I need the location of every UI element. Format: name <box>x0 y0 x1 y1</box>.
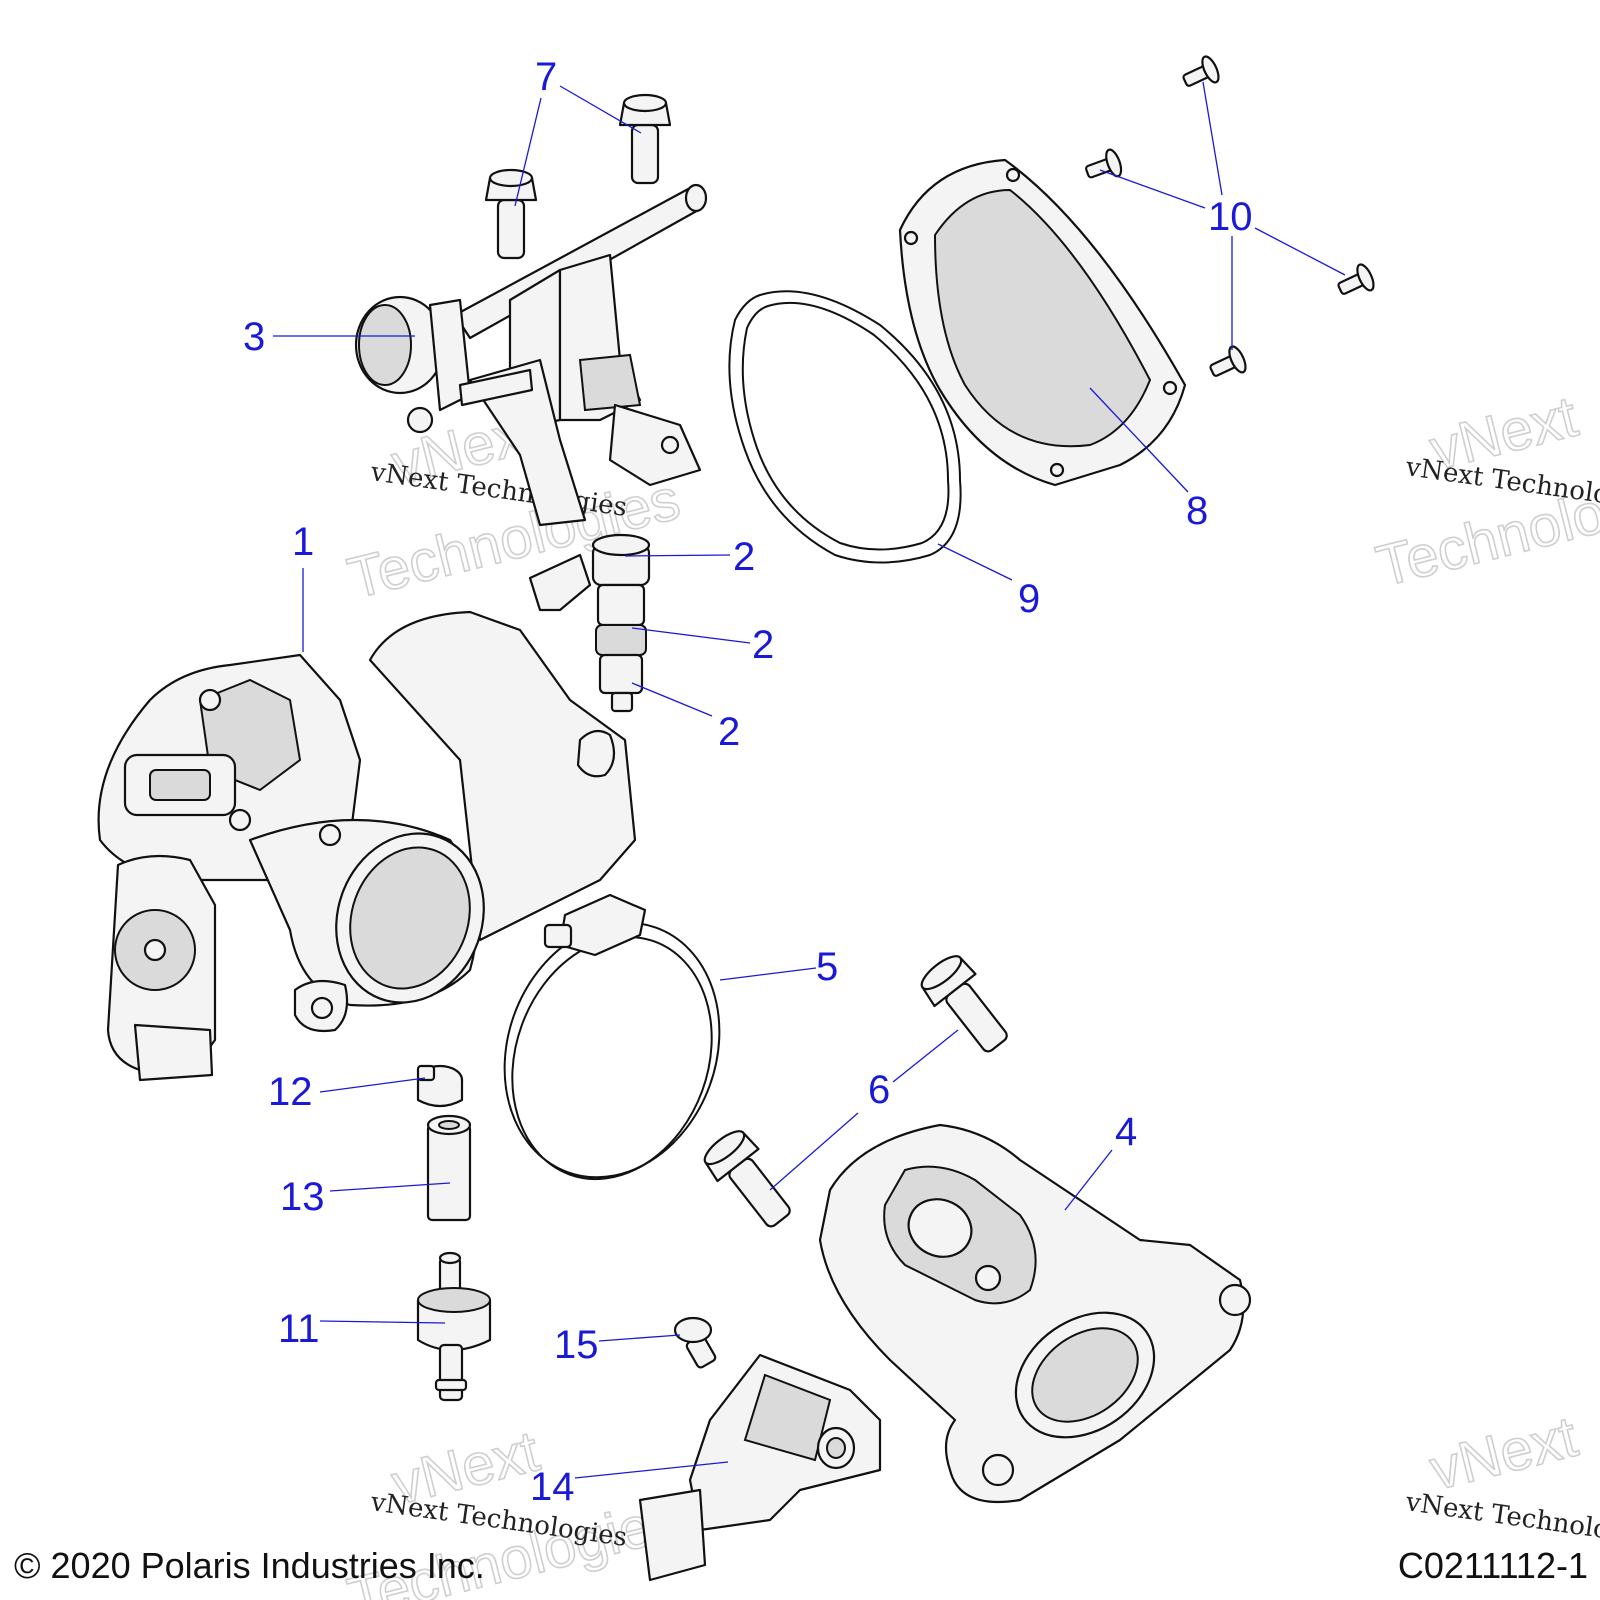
callout-4: 4 <box>1115 1110 1137 1154</box>
callout-10: 10 <box>1208 195 1253 239</box>
leader-8 <box>1089 387 1189 493</box>
leader-2c <box>631 682 713 717</box>
callout-2c: 2 <box>718 710 740 754</box>
part-5-hose-clamp <box>503 893 721 1181</box>
callout-7: 7 <box>535 55 557 99</box>
leader-9 <box>937 543 1013 581</box>
leader-5 <box>719 967 817 981</box>
leader-11 <box>319 1320 446 1324</box>
callout-2a: 2 <box>733 535 755 579</box>
callout-1: 1 <box>292 520 314 564</box>
leader-6a <box>892 1029 959 1083</box>
callout-6: 6 <box>868 1068 890 1112</box>
callout-5: 5 <box>816 945 838 989</box>
part-12-small-clamp <box>416 1064 464 1108</box>
figure-id: C0211112-1 <box>1398 1545 1588 1586</box>
part-14-map-sensor <box>638 1353 882 1582</box>
callout-2b: 2 <box>752 623 774 667</box>
callout-3: 3 <box>243 315 265 359</box>
part-6-bolt-lower <box>703 1130 791 1228</box>
leader-10a <box>1202 81 1223 196</box>
part-2-fuel-injector <box>528 533 651 713</box>
leader-13 <box>329 1182 451 1192</box>
part-13-hose <box>426 1114 472 1222</box>
callout-12: 12 <box>268 1070 313 1114</box>
part-1-throttle-body <box>97 610 637 1082</box>
leader-6b <box>769 1112 859 1191</box>
part-7-bolt-right <box>618 93 672 185</box>
callout-14: 14 <box>530 1465 575 1509</box>
callout-15: 15 <box>554 1323 599 1367</box>
leader-15 <box>598 1334 681 1342</box>
watermark-outline-vnext: vNext <box>1424 1404 1584 1503</box>
leader-10b <box>1099 169 1206 209</box>
leader-7b <box>559 85 642 134</box>
callout-11: 11 <box>278 1307 320 1351</box>
watermark-text-bottom-right: vNext Technologies <box>1403 1487 1600 1553</box>
part-10-screws <box>1085 55 1375 377</box>
part-9-gasket <box>728 290 962 564</box>
leader-lines <box>273 81 1346 1479</box>
part-4-intake-adapter <box>818 1123 1252 1504</box>
callout-8: 8 <box>1186 489 1208 533</box>
leader-14 <box>574 1461 729 1479</box>
part-8-cover-plate <box>898 158 1187 487</box>
leader-7a <box>514 97 542 207</box>
leader-2a <box>624 554 731 557</box>
part-6-bolt-upper <box>920 955 1008 1053</box>
part-11-check-valve <box>416 1251 492 1402</box>
leader-10c <box>1254 227 1346 276</box>
part-3-fuel-rail <box>354 183 708 527</box>
part-15-screw <box>673 1316 717 1369</box>
leader-2b <box>631 627 751 644</box>
callout-13: 13 <box>280 1175 325 1219</box>
watermark-bottom-right: vNext <box>1423 1403 1584 1504</box>
callout-9: 9 <box>1018 577 1040 621</box>
copyright-notice: © 2020 Polaris Industries Inc. <box>14 1545 485 1586</box>
leader-12 <box>319 1077 426 1093</box>
callout-labels: 1 2 2 2 3 4 5 6 7 8 9 10 11 12 13 14 15 <box>243 55 1253 1509</box>
part-7-bolt-left <box>484 168 538 260</box>
leader-4 <box>1064 1149 1113 1211</box>
